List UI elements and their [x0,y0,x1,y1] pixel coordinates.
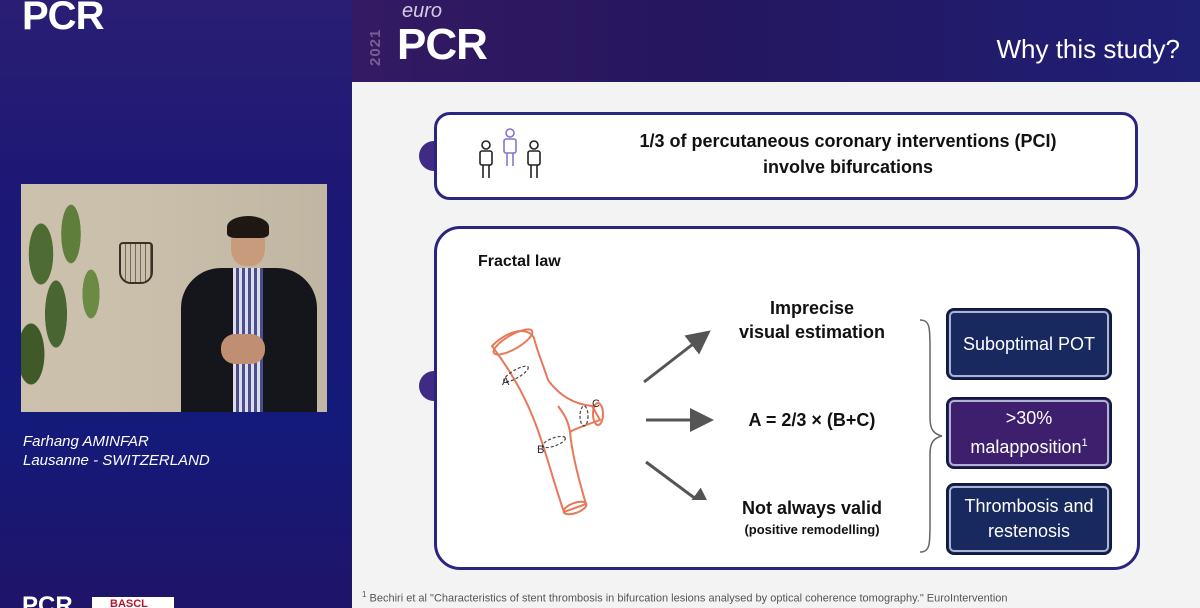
not-valid-line: Not always valid [741,498,883,518]
vessel-label-c: C [592,398,600,410]
result-3-line-2: restenosis [987,521,1071,541]
arrow-up [643,330,711,384]
result-malapposition: >30% malapposition1 [946,397,1112,469]
people-icon [479,128,541,178]
presenter-panel: PCR Farhang AMINFAR Lausanne - SWITZERLA… [0,0,352,608]
footnote-marker: 1 [362,590,367,599]
footnote: 1 Bechiri et al "Characteristics of sten… [362,590,1200,605]
result-1-text: Suboptimal POT [962,333,1096,354]
bottom-pcr-logo: PCR [22,592,73,608]
stat-box [434,112,1138,200]
presenter-hair [227,216,269,238]
fractal-formula: A = 2/3 × (B+C) [748,410,876,430]
presenter-video [21,184,327,412]
brand-prefix: euro [402,0,443,22]
imprecise-line-2: visual estimation [738,322,886,342]
plant-image [21,194,121,394]
stat-line-2: involve bifurcations [762,157,934,177]
stat-line-1: 1/3 of percutaneous coronary interventio… [639,131,1057,151]
not-valid-note: (positive remodelling) [744,522,880,537]
result-2-line-2: malapposition [970,437,1082,457]
result-3-line-1: Thrombosis and [964,496,1094,516]
result-2-line-1: >30% [1005,408,1053,428]
vessel-label-b: B [537,444,545,456]
presenter-caption: Farhang AMINFAR Lausanne - SWITZERLAND [23,432,210,470]
right-brace [919,319,943,553]
imprecise-text: Imprecise visual estimation [724,296,900,344]
europcr-logo: PCR [397,20,488,69]
bifurcation-vessel-diagram [490,328,604,516]
slide-title: Why this study? [996,34,1180,64]
fractal-label: Fractal law [478,253,561,270]
year-label: 2021 [367,28,384,66]
result-thrombosis: Thrombosis and restenosis [946,483,1112,555]
slide-header: 2021 euro PCR Why this study? [352,0,1200,82]
not-valid-text: Not always valid (positive remodelling) [724,496,900,540]
hanging-basket-image [119,242,153,284]
pcr-logo: PCR [22,0,104,38]
presenter-location: Lausanne - SWITZERLAND [23,452,210,469]
result-suboptimal-pot: Suboptimal POT [946,308,1112,380]
presenter-hands [221,334,265,364]
slide: 2021 euro PCR Why this study? 1/3 of per… [352,0,1200,608]
arrows [643,330,714,500]
footnote-text: Bechiri et al "Characteristics of stent … [369,592,1008,605]
bottom-badge-logo: BASCL [92,597,174,608]
stat-text: 1/3 of percutaneous coronary interventio… [588,128,1108,180]
result-2-footnote-ref: 1 [1081,437,1088,449]
presenter-name: Farhang AMINFAR [23,433,149,450]
imprecise-line-1: Imprecise [769,298,855,318]
vessel-label-a: A [502,376,510,388]
arrow-down [645,460,713,500]
